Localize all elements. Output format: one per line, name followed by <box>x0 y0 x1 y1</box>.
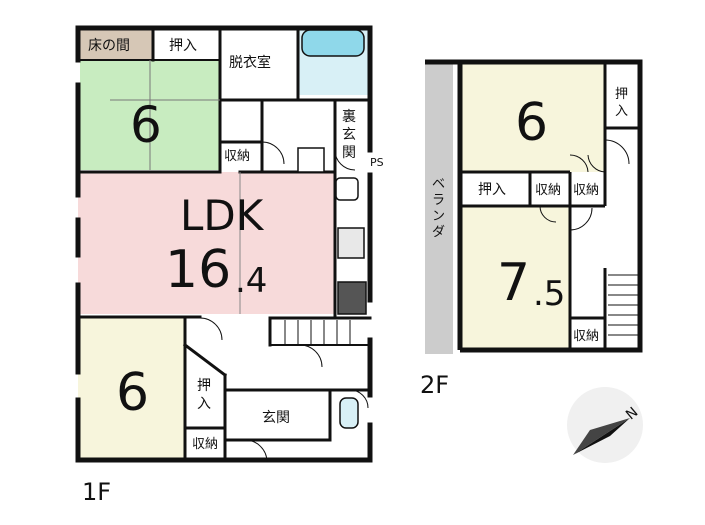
veranda-char-4: ダ <box>432 225 445 240</box>
datsuishitsu-label: 脱衣室 <box>229 54 271 71</box>
ura-genkan-char-1: 裏 <box>342 108 356 125</box>
room-s-size-frac: .5 <box>533 274 565 314</box>
washitsu-size: 6 <box>130 96 162 154</box>
ps-label: PS <box>370 156 384 169</box>
room-n-size: 6 <box>515 93 548 153</box>
shuno-1-label: 収納 <box>224 149 250 164</box>
floor2-label: 2F <box>420 371 449 399</box>
tokonoma-label: 床の間 <box>88 38 130 54</box>
oshiire-ne-char-2: 入 <box>615 104 628 119</box>
ura-genkan-char-2: 玄 <box>342 126 356 143</box>
room-s-size-main: 7 <box>497 253 530 313</box>
room-sw-size: 6 <box>116 363 149 423</box>
shuno-se-label: 収納 <box>573 329 599 344</box>
veranda-char-3: ン <box>432 209 445 224</box>
ldk-fill <box>78 172 335 314</box>
stairs-2f <box>608 274 638 336</box>
oshiire-ne-char-1: 押 <box>615 87 628 102</box>
veranda-fill <box>425 64 453 354</box>
room-n-fill <box>460 64 605 172</box>
veranda-char-1: ベ <box>432 177 445 192</box>
shuno-sw-label: 収納 <box>192 437 218 452</box>
veranda-char-2: ラ <box>432 193 445 208</box>
oshiire-top-label: 押入 <box>169 38 197 54</box>
shuno-mid-1-label: 収納 <box>535 183 561 198</box>
room-sw-fill <box>78 318 185 458</box>
shuno-mid-2-label: 収納 <box>573 183 599 198</box>
tokonoma-fill <box>80 28 153 60</box>
room-s-fill <box>460 206 570 348</box>
oshiire-sw-char-1: 押 <box>197 378 211 394</box>
fixtures-1f <box>297 29 367 429</box>
oshiire-mid-label: 押入 <box>478 182 506 198</box>
ldk-label: LDK <box>180 191 265 240</box>
stairs-1f <box>284 320 351 345</box>
oshiire-sw-char-2: 入 <box>197 396 211 412</box>
ura-genkan-char-3: 関 <box>342 145 356 161</box>
doors-2f <box>539 139 630 231</box>
genkan-label: 玄関 <box>262 409 290 426</box>
floor2-walls <box>425 59 643 353</box>
ldk-size-frac: .4 <box>235 261 267 301</box>
ldk-size-main: 16 <box>165 240 231 300</box>
floor1-label: 1F <box>82 478 111 506</box>
doors-1f <box>199 141 369 463</box>
compass-needle-tail <box>573 418 630 455</box>
compass: N <box>567 387 643 463</box>
